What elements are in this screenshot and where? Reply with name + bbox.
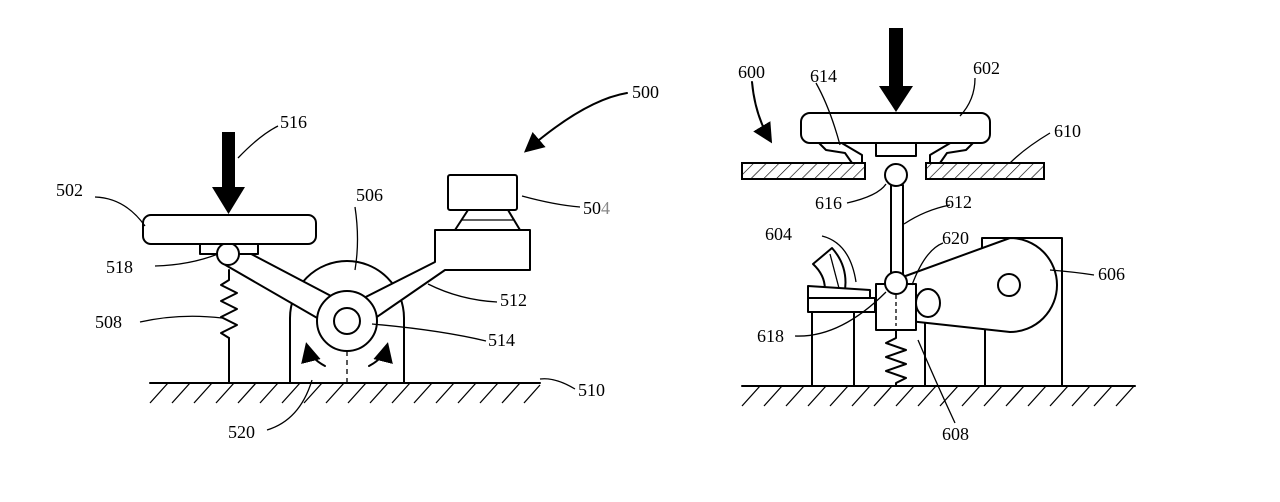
fig6-plate-right (925, 162, 1045, 180)
label-516: 516 (280, 112, 307, 132)
fig6-lower-joint (884, 271, 908, 295)
label-608: 608 (942, 424, 969, 444)
label-502: 502 (56, 180, 83, 200)
label-610: 610 (1054, 121, 1081, 141)
label-620: 620 (942, 228, 969, 248)
label-520: 520 (228, 422, 255, 442)
label-504-part2: 4 (601, 198, 610, 218)
label-506: 506 (356, 185, 383, 205)
label-500: 500 (632, 82, 659, 102)
fig6-leaders (794, 77, 1095, 424)
label-602: 602 (973, 58, 1000, 78)
fig5-keycap (142, 214, 317, 245)
fig6-hook-right (929, 141, 975, 164)
fig6-plate-left (741, 162, 866, 180)
fig6-spring (885, 329, 907, 387)
fig5-switch (447, 174, 521, 231)
label-614: 614 (810, 66, 837, 86)
label-504-part1: 50 (583, 198, 601, 218)
fig6-hook-left (817, 141, 863, 164)
label-606: 606 (1098, 264, 1125, 284)
label-512: 512 (500, 290, 527, 310)
label-514: 514 (488, 330, 515, 350)
fig6-cam (899, 237, 1058, 333)
label-518: 518 (106, 257, 133, 277)
fig6-rod (890, 184, 904, 278)
fig5-spring (220, 269, 238, 384)
label-618: 618 (757, 326, 784, 346)
label-612: 612 (945, 192, 972, 212)
label-604: 604 (765, 224, 792, 244)
figure-6: 600 614 602 610 616 612 604 620 606 618 … (738, 28, 1136, 444)
fig5-ball (216, 242, 240, 266)
fig6-ground (741, 385, 1136, 407)
fig6-cam-arm (807, 247, 876, 313)
fig5-leaders (94, 125, 581, 431)
fig5-force-arrow (212, 132, 245, 214)
fig5-assembly-arrow (523, 92, 628, 153)
label-600: 600 (738, 62, 765, 82)
fig6-assembly-arrow (751, 81, 773, 144)
label-510: 510 (578, 380, 605, 400)
label-504: 504 (583, 198, 610, 218)
label-508: 508 (95, 312, 122, 332)
fig5-rotation-arrow-right (368, 342, 393, 367)
fig5-rotation-arrow-left (301, 342, 326, 367)
fig6-force-arrow (879, 28, 913, 112)
label-616: 616 (815, 193, 842, 213)
fig5-ground (149, 382, 541, 404)
fig6-left-support (811, 311, 855, 387)
figure-5: 502 518 508 516 506 500 504 512 514 510 … (56, 82, 659, 442)
fig5-pivot-inner (333, 307, 361, 335)
fig6-keycap (800, 112, 991, 144)
fig6-upper-joint (884, 163, 908, 187)
